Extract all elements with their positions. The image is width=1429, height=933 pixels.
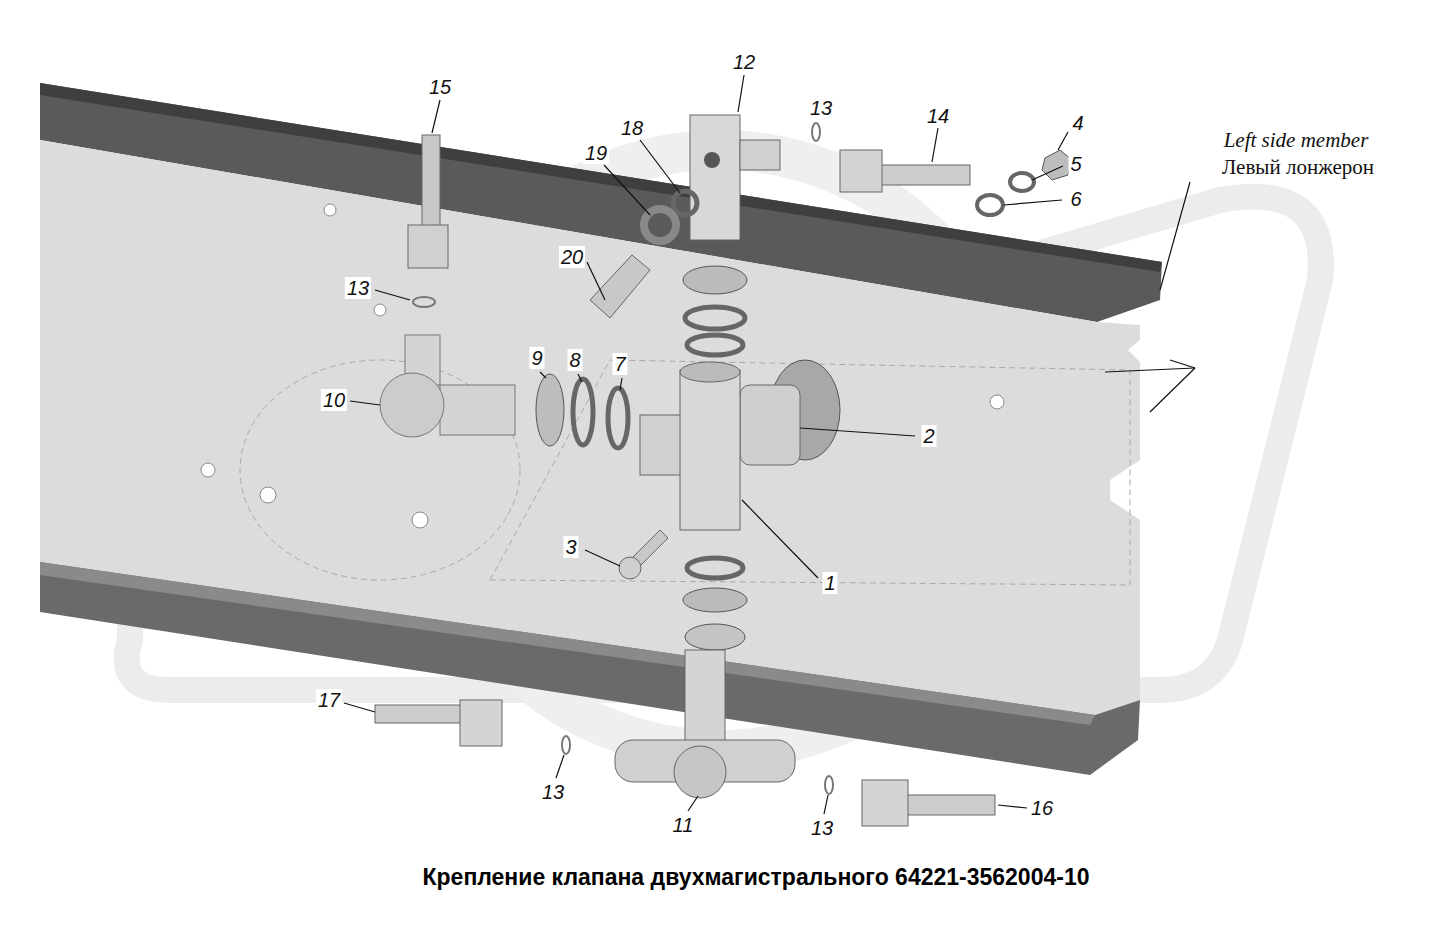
callout-number: 20 [559,246,585,268]
callout-number: 10 [321,389,347,411]
callout-number: 13 [809,817,835,839]
callout-number: 13 [345,277,371,299]
callout-number: 11 [671,814,696,836]
callout-number: 17 [316,689,342,711]
callout-number: 2 [921,425,936,447]
callout-number: 19 [583,142,609,164]
callout-number: 15 [427,76,453,98]
callout-number: 1 [822,572,837,594]
callout-number: 7 [612,353,627,375]
callout-number: 9 [529,347,544,369]
callout-number: 13 [808,97,834,119]
callout-number: 13 [540,781,566,803]
callout-number: 6 [1068,188,1083,210]
callout-number: 12 [731,51,757,73]
callout-number: 18 [619,117,645,139]
part-name: Левый лонжерон [1219,156,1377,179]
callout-number: 4 [1070,112,1085,134]
callout-number: 5 [1068,153,1083,175]
callout-number: 8 [567,349,582,371]
callout-number: 14 [925,105,951,127]
part-name: Left side member [1221,129,1372,152]
diagram-title: Крепление клапана двухмагистрального 642… [423,864,1090,891]
callout-number: 3 [563,536,578,558]
callout-number: 16 [1029,797,1055,819]
